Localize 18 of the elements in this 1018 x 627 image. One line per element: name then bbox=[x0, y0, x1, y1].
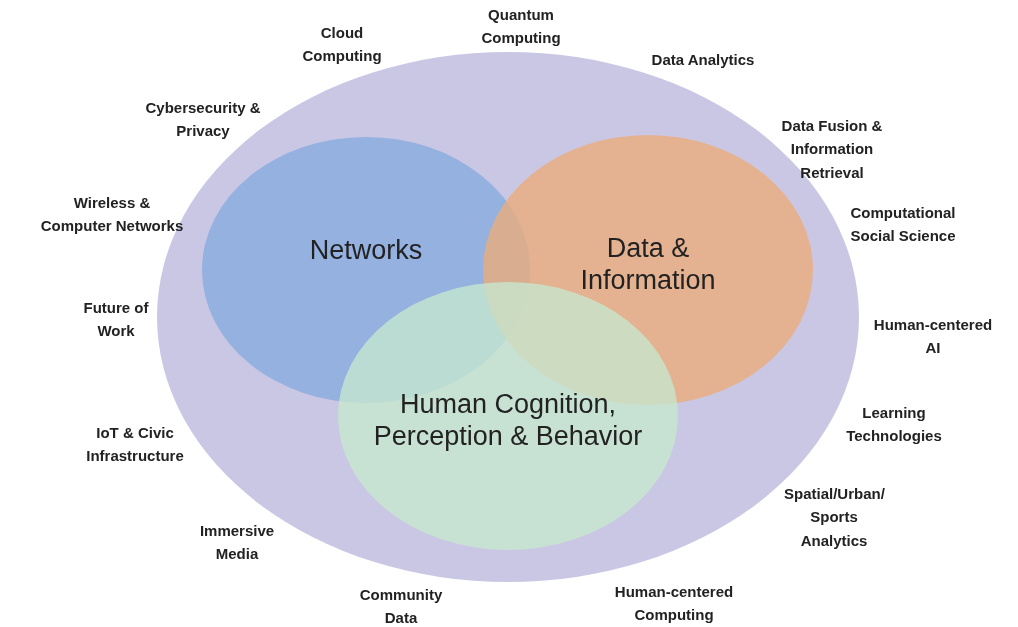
topic-label: Cloud Computing bbox=[301, 22, 383, 66]
topic-label: Future of Work bbox=[82, 297, 150, 341]
topic-label: IoT & Civic Infrastructure bbox=[85, 422, 185, 466]
topic-label: Human-centered AI bbox=[873, 314, 993, 358]
circle-label: Networks bbox=[308, 233, 424, 267]
topic-label: Data Analytics bbox=[650, 50, 756, 71]
topic-label: Immersive Media bbox=[198, 520, 276, 564]
topic-label: Cybersecurity & Privacy bbox=[144, 97, 262, 141]
topic-label: Spatial/Urban/ Sports Analytics bbox=[784, 484, 884, 551]
topic-label: Quantum Computing bbox=[480, 4, 562, 48]
topic-label: Community Data bbox=[358, 584, 444, 627]
topic-label: Learning Technologies bbox=[845, 402, 943, 446]
topic-label: Wireless & Computer Networks bbox=[39, 192, 185, 236]
topic-label: Computational Social Science bbox=[849, 202, 957, 246]
circle-label: Human Cognition, Perception & Behavior bbox=[372, 387, 644, 453]
circle-label: Data & Information bbox=[579, 231, 717, 297]
topic-label: Data Fusion & Information Retrieval bbox=[780, 116, 884, 183]
topic-label: Human-centered Computing bbox=[613, 581, 735, 625]
